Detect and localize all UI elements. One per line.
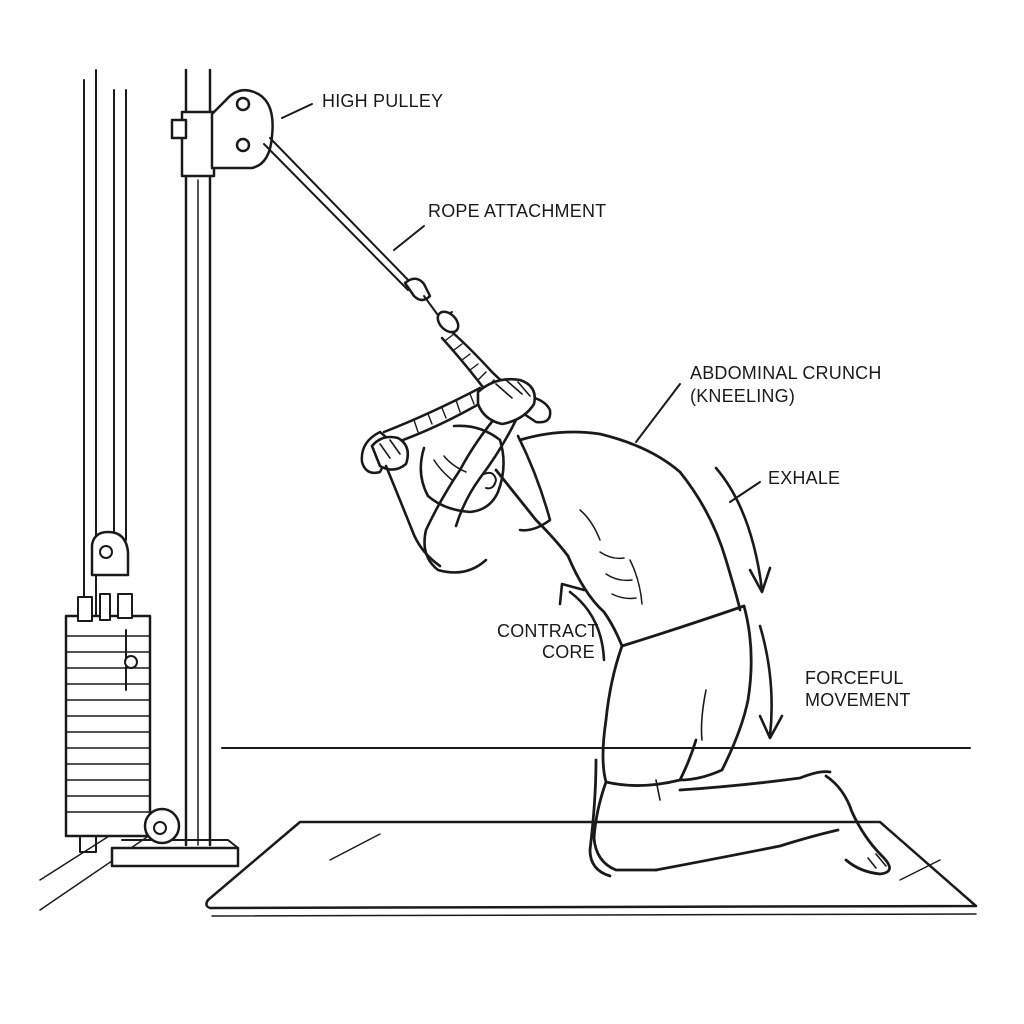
- label-core: CORE: [542, 642, 595, 662]
- forceful-movement-arrow: [758, 624, 773, 738]
- label-exhale: EXHALE: [768, 468, 840, 488]
- exhale-arrow: [714, 466, 764, 592]
- motion-arrows: [558, 466, 784, 740]
- cable-machine: [64, 68, 274, 868]
- exercise-mat: [205, 820, 978, 917]
- label-rope-attachment: ROPE ATTACHMENT: [428, 201, 606, 221]
- contract-core-arrow: [568, 590, 606, 662]
- label-high-pulley: HIGH PULLEY: [322, 91, 443, 111]
- label-forceful: FORCEFUL: [805, 668, 904, 688]
- label-contract: CONTRACT: [497, 621, 599, 641]
- label-abdominal-crunch: ABDOMINAL CRUNCH: [690, 363, 882, 383]
- label-movement: MOVEMENT: [805, 690, 911, 710]
- leader-lines: [281, 103, 761, 503]
- kneeling-athlete: [370, 377, 891, 878]
- label-kneeling: (KNEELING): [690, 386, 795, 406]
